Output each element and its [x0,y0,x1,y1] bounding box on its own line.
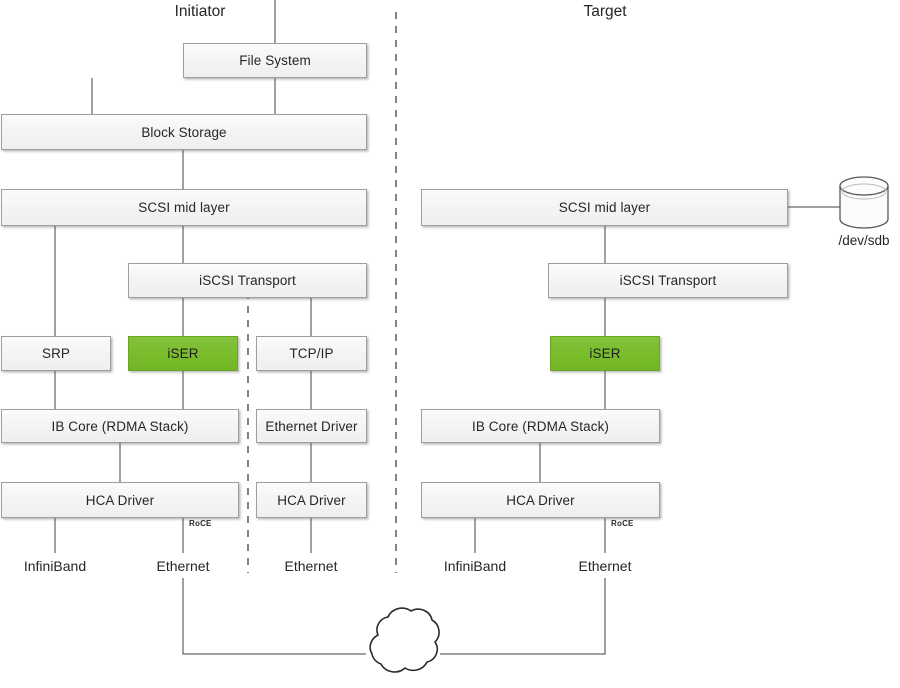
label-initiator-ethernet-rdma: Ethernet [156,558,210,574]
box-target-iser[interactable]: iSER [550,336,660,371]
box-target-scsi-mid-layer[interactable]: SCSI mid layer [421,189,788,226]
label-target-infiniband: InfiniBand [443,558,507,574]
box-initiator-block-storage[interactable]: Block Storage [1,114,367,150]
box-target-iscsi-transport[interactable]: iSCSI Transport [548,263,788,298]
box-initiator-hca-driver-rdma[interactable]: HCA Driver [1,482,239,518]
box-initiator-ethernet-driver[interactable]: Ethernet Driver [256,409,367,443]
box-initiator-hca-driver-tcp[interactable]: HCA Driver [256,482,367,518]
label-initiator-infiniband: InfiniBand [23,558,87,574]
box-initiator-tcp-ip[interactable]: TCP/IP [256,336,367,371]
label-target-ethernet: Ethernet [578,558,632,574]
box-initiator-file-system[interactable]: File System [183,43,367,78]
label-initiator-ethernet-tcp: Ethernet [284,558,338,574]
annotation-initiator-roce: RoCE [189,519,212,528]
box-initiator-iser[interactable]: iSER [128,336,238,371]
box-initiator-iscsi-transport[interactable]: iSCSI Transport [128,263,367,298]
box-target-hca-driver[interactable]: HCA Driver [421,482,660,518]
cylinder-disk-icon [839,176,889,229]
box-initiator-srp[interactable]: SRP [1,336,111,371]
column-header-target: Target [583,3,627,20]
label-target-dev-sdb: /dev/sdb [838,233,890,248]
line-cloud-to-target [440,578,606,655]
line-initiator-to-cloud [182,578,366,655]
box-target-ib-core[interactable]: IB Core (RDMA Stack) [421,409,660,443]
box-initiator-ib-core[interactable]: IB Core (RDMA Stack) [1,409,239,443]
cloud-icon [369,607,440,673]
annotation-target-roce: RoCE [611,519,634,528]
column-header-initiator: Initiator [174,3,226,20]
box-initiator-scsi-mid-layer[interactable]: SCSI mid layer [1,189,367,226]
